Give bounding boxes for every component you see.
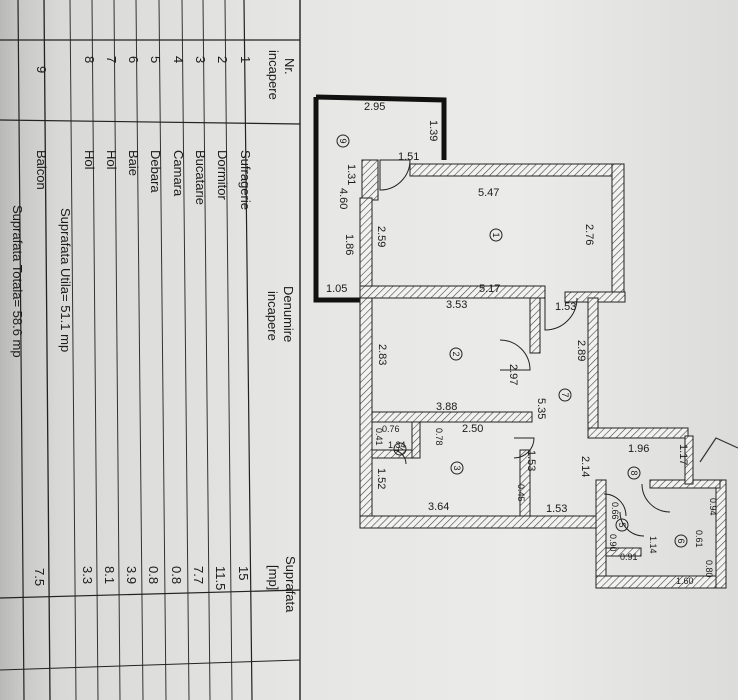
dim-pantry-c: 0.41 [374,428,384,446]
dim-pantry-a: 0.76 [382,424,400,434]
dim-bath-b: 0.61 [694,530,704,548]
dim-balcony-top: 2.95 [364,101,385,113]
row-4-area: 0.8 [169,566,184,584]
dim-bath-d: 1.60 [676,576,694,586]
dim-balcony-bottom: 1.05 [326,283,347,295]
dim-bed-left: 2.83 [376,344,388,365]
dim-kitchen-e: 1.53 [546,503,567,515]
row-7-nr: 7 [104,56,119,63]
dim-kitchen-b: 0.45 [516,484,526,502]
dim-bath-c: 0.80 [704,560,714,578]
dim-living-door: 1.86 [343,234,355,255]
row-1-name: Sufragerie [238,150,253,210]
plan-room-8-label: 8 [629,470,639,475]
dim-living-top: 5.47 [478,187,499,199]
row-2-nr: 2 [215,56,230,63]
row-6-name: Baie [126,150,141,176]
row-9-nr: 9 [34,66,49,73]
dim-living-bottom: 5.17 [479,283,500,295]
row-5-name: Debara [148,150,163,193]
plan-room-6-label: 6 [676,538,686,543]
row-8-nr: 8 [82,56,97,63]
dim-kitchen-d: 3.64 [428,501,449,513]
row-3-nr: 3 [193,56,208,63]
header-nr-line2: incapere [266,50,281,100]
row-8-area: 3.3 [80,566,95,584]
dim-bed-bottom: 3.88 [436,401,457,413]
dim-hall-a: 1.53 [555,301,576,313]
row-6-nr: 6 [126,56,141,63]
row-1-nr: 1 [238,56,253,63]
dim-balcony-side: 1.39 [427,120,439,141]
dim-pantry-d: 1.34 [388,440,406,450]
plan-room-5-label: 5 [617,522,627,527]
plan-room-7-label: 7 [560,392,570,397]
row-3-name: Bucatarie [193,150,208,205]
dim-debara-b: 0.90 [608,534,618,552]
dim-kitchen-a: 1.53 [525,450,537,471]
useful-area-total: Suprafata Utila= 51.1 mp [58,208,73,352]
row-4-name: Camara [171,150,186,197]
plan-room-4-label: 4 [395,446,405,451]
row-4-nr: 4 [171,56,186,63]
dim-hall-d: 2.50 [462,423,483,435]
dim-pantry-b: 0.78 [434,428,444,446]
dim-debara-d: 1.14 [648,536,658,554]
row-1-area: 15 [236,566,251,580]
dim-bed-right: 2.97 [507,364,519,385]
dim-hall-g: 2.14 [579,456,591,477]
row-2-area: 11.5 [213,566,228,590]
dim-balcony-door: 1.51 [398,151,419,163]
row-6-area: 3.9 [124,566,139,584]
row-9-name: Balcon [34,150,49,190]
dim-hall-b: 2.89 [575,340,587,361]
dim-debara-a: 0.66 [610,502,620,520]
rooms-table [0,0,301,700]
row-7-area: 8.1 [102,566,117,584]
header-area-line1: Suprafata [283,556,298,613]
dim-balcony-inner: 1.31 [345,164,357,185]
dim-debara-c: 0.91 [620,552,638,562]
header-nr-line1: Nr. [282,58,297,75]
dim-hall-c: 5.35 [535,398,547,419]
plan-room-1-label: 1 [491,232,501,237]
total-area: Suprafata Totala= 58.6 mp [10,205,25,358]
dim-living-left: 2.59 [375,226,387,247]
row-3-area: 7.7 [191,566,206,584]
row-2-name: Dormitor [215,150,230,201]
header-name-line2: incapere [265,291,280,341]
row-8-name: Hol [82,150,97,170]
row-5-area: 0.8 [146,566,161,584]
header-name-line1: Denumire [281,286,296,342]
plan-room-2-label: 2 [451,351,461,356]
dim-living-right: 2.76 [583,224,595,245]
dim-balcony-left: 4.60 [337,188,349,209]
plan-room-3-label: 3 [452,465,462,470]
dim-bed-top: 3.53 [446,299,467,311]
row-9-area: 7.5 [32,568,47,586]
dim-hall-e: 1.96 [628,443,649,455]
dim-hall-f: 1.17 [677,444,689,465]
row-5-nr: 5 [148,56,163,63]
floor-plan [313,94,738,589]
row-7-name: Hol [104,150,119,170]
dim-kitchen-c: 1.52 [375,468,387,489]
header-area-line2: [mp] [266,565,281,590]
dim-bath-a: 0.94 [708,498,718,516]
plan-room-9-label: 9 [338,138,348,143]
balcony-outline [313,94,447,303]
